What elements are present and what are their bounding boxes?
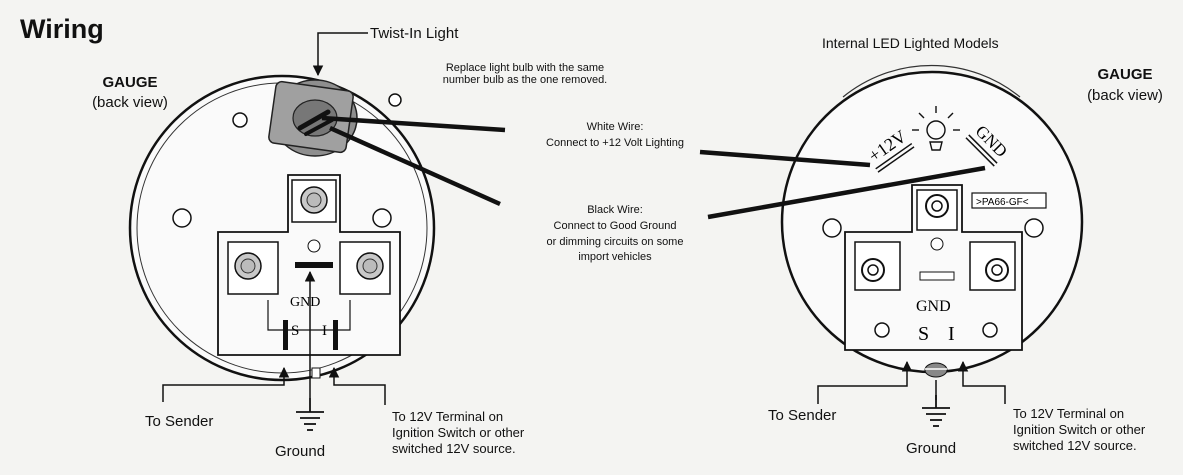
- left-gnd-text: GND: [290, 295, 320, 310]
- black-wire-right-line: [707, 165, 986, 220]
- twist-in-light-socket-icon: [268, 79, 358, 157]
- part-code-text: >PA66-GF<: [976, 197, 1029, 208]
- black-wire-note-line3: or dimming circuits on some: [546, 236, 684, 248]
- right-mount-hole-icon: [822, 218, 842, 238]
- left-to-sender-label: To Sender: [145, 413, 214, 430]
- right-gauge-heading: GAUGE: [1097, 66, 1153, 83]
- right-gauge-subheading: (back view): [1087, 87, 1163, 104]
- black-wire-line: [329, 125, 501, 207]
- left-ign-leader: [328, 366, 386, 405]
- left-ignition-line2: Ignition Switch or other: [392, 425, 525, 440]
- left-sender-leader: [162, 366, 290, 402]
- left-mount-hole-icon: [172, 208, 192, 228]
- left-s-text: S: [291, 323, 299, 339]
- left-ignition-line1: To 12V Terminal on: [392, 409, 504, 424]
- right-ignition-line3: switched 12V source.: [1013, 438, 1137, 453]
- right-mount-hole-icon: [1024, 218, 1044, 238]
- led-light-icon: [912, 106, 960, 151]
- left-gauge: GND S I: [128, 32, 506, 431]
- right-to-sender-label: To Sender: [768, 407, 837, 424]
- black-wire-note-line1: Black Wire:: [587, 204, 643, 216]
- right-sender-leader: [817, 360, 913, 404]
- right-s-text: S: [918, 323, 929, 345]
- led-models-title: Internal LED Lighted Models: [822, 35, 999, 51]
- black-wire-note-line2: Connect to Good Ground: [553, 220, 677, 232]
- black-wire-note-line4: import vehicles: [578, 251, 652, 263]
- twist-in-light-label: Twist-In Light: [370, 25, 459, 42]
- right-gauge: +12V GND >PA66-GF<: [699, 64, 1084, 427]
- left-ground-icon: [296, 398, 324, 431]
- right-ground-label: Ground: [906, 440, 957, 457]
- left-mount-hole-icon: [372, 208, 392, 228]
- left-ignition-line3: switched 12V source.: [392, 441, 516, 456]
- left-terminal-block: [217, 174, 401, 379]
- white-wire-line: [321, 115, 506, 133]
- left-i-text: I: [322, 323, 327, 339]
- left-mount-hole-icon: [388, 93, 402, 107]
- right-ground-icon: [922, 395, 950, 427]
- white-wire-note-line1: White Wire:: [586, 121, 644, 133]
- replace-bulb-note-line1: Replace light bulb with the same: [445, 62, 605, 74]
- right-ignition-line2: Ignition Switch or other: [1013, 422, 1146, 437]
- left-gauge-subheading: (back view): [92, 94, 168, 111]
- left-ground-label: Ground: [275, 443, 326, 460]
- white-wire-note-line2: Connect to +12 Volt Lighting: [546, 137, 684, 149]
- replace-bulb-note-line2: number bulb as the one removed.: [442, 74, 608, 86]
- right-i-text: I: [948, 323, 955, 345]
- right-gnd-text: GND: [916, 298, 951, 315]
- right-ign-leader: [957, 360, 1006, 404]
- page-title: Wiring: [20, 14, 104, 44]
- left-gauge-heading: GAUGE: [102, 74, 158, 91]
- part-code-box: [971, 192, 1047, 209]
- right-ignition-line1: To 12V Terminal on: [1013, 406, 1125, 421]
- right-terminal-block: [844, 184, 1023, 378]
- white-wire-right-line: [699, 149, 871, 168]
- left-mount-hole-icon: [232, 112, 248, 128]
